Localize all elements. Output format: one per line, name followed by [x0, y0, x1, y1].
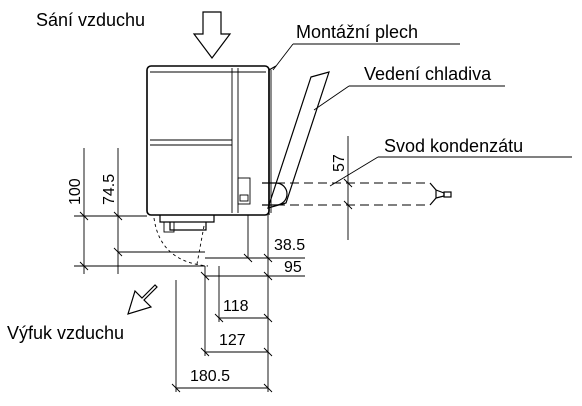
dimension-95: 95 — [284, 259, 302, 276]
condensate-drain-label: Svod kondenzátu — [384, 136, 523, 156]
dimension-180-5: 180.5 — [190, 368, 230, 385]
dimension-57: 57 — [331, 154, 348, 172]
dimension-38-5: 38.5 — [274, 237, 305, 254]
air-intake-label: Sání vzduchu — [36, 10, 145, 30]
dimension-100: 100 — [67, 178, 84, 205]
air-exhaust-arrow-icon — [127, 284, 158, 315]
bottom-dimension-lines — [171, 215, 273, 393]
air-exhaust-swing — [153, 217, 209, 267]
indoor-unit-body — [146, 65, 270, 233]
leader-lines — [272, 43, 572, 187]
dimension-57-lines — [343, 136, 353, 240]
air-exhaust-label: Výfuk vzduchu — [7, 323, 124, 343]
air-intake-arrow-icon — [192, 11, 232, 59]
left-dimension-lines — [74, 148, 205, 274]
condensate-drain-hose — [262, 182, 452, 206]
dimension-127: 127 — [219, 332, 246, 349]
mounting-plate-label: Montážní plech — [296, 22, 418, 42]
mounting-plate — [268, 65, 277, 215]
refrigerant-pipe — [267, 71, 330, 209]
refrigerant-line-label: Vedení chladiva — [364, 64, 492, 84]
dimension-118: 118 — [223, 298, 249, 315]
dimension-74-5: 74.5 — [101, 174, 118, 205]
